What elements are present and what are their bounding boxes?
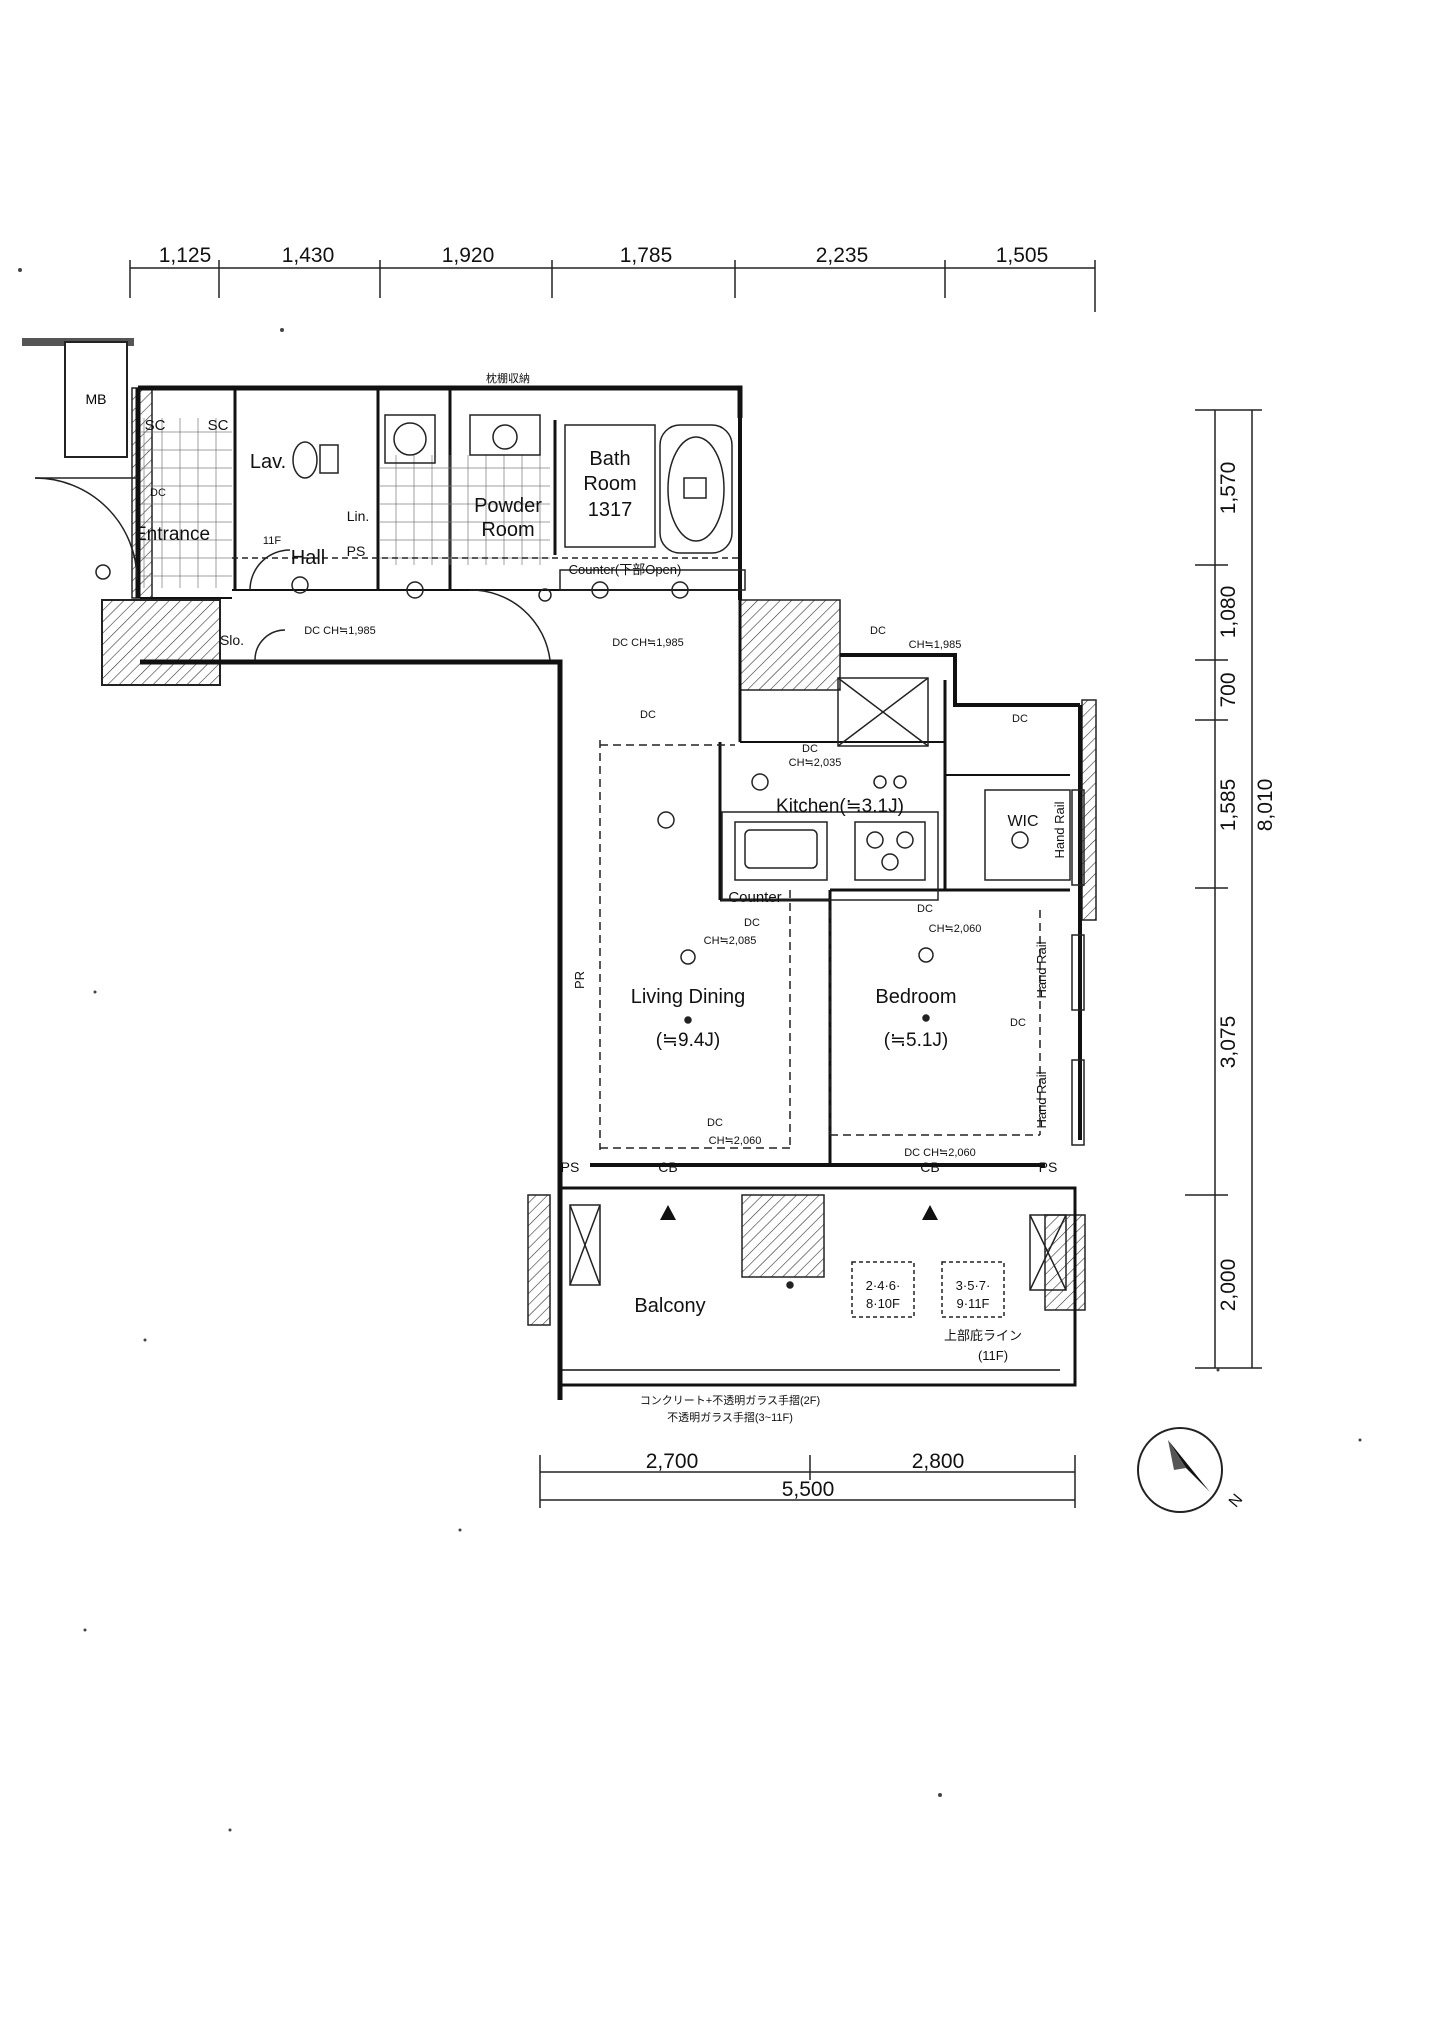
label-hand-rail-1: Hand Rail [1052, 801, 1067, 858]
compass-icon: N [1137, 1427, 1246, 1513]
ceiling-corridor-dc: DC [640, 709, 656, 721]
top-dim-3: 1,920 [442, 244, 495, 267]
right-dim-2: 1,080 [1217, 586, 1240, 639]
label-kitchen: Kitchen(≒3.1J) [776, 796, 904, 817]
compass-label: N [1226, 1491, 1246, 1511]
bottom-dim-total: 5,500 [782, 1478, 835, 1501]
right-dim-1: 1,570 [1217, 462, 1240, 515]
powder-floor [380, 455, 550, 565]
ceiling-living-dc: DC [744, 917, 760, 929]
note-balcony-b-1: 3·5·7· [956, 1278, 991, 1293]
note-balcony-a-2: 8·10F [866, 1296, 900, 1311]
ceiling-wic-dc: DC [1012, 713, 1028, 725]
label-sc-right: SC [208, 417, 229, 434]
label-counter-top: Counter(下部Open) [569, 562, 682, 577]
label-ps-left: PS [561, 1159, 580, 1175]
ceiling-kitchen-top-dc: DC [870, 625, 886, 637]
label-slo: Slo. [220, 632, 244, 648]
label-bath-1: Bath [589, 448, 630, 470]
label-living-dining: Living Dining [631, 986, 746, 1008]
scan-artifacts [18, 268, 1362, 1832]
label-bath-size: 1317 [588, 499, 633, 521]
label-wic: WIC [1007, 813, 1038, 830]
ceiling-hall: DC CH≒1,985 [304, 625, 376, 637]
label-cb-left: CB [658, 1159, 677, 1175]
note-balcony-a-1: 2·4·6· [866, 1278, 901, 1293]
top-dim-2: 1,430 [282, 244, 335, 267]
bottom-dim-2: 2,800 [912, 1450, 965, 1473]
ceiling-kitchen-ch: CH≒2,035 [789, 757, 842, 769]
right-dim-4: 1,585 [1217, 779, 1240, 832]
entrance-door [34, 477, 551, 661]
note-11f: 11F [263, 535, 281, 547]
label-bedroom: Bedroom [875, 986, 956, 1008]
right-dim-6: 2,000 [1217, 1259, 1240, 1312]
label-hand-rail-2: Hand Rail [1034, 941, 1049, 998]
note-railing-1: コンクリート+不透明ガラス手摺(2F) [640, 1393, 820, 1407]
ceiling-living-ch: CH≒2,085 [704, 935, 757, 947]
fixtures [232, 414, 1085, 1318]
top-dim-5: 2,235 [816, 244, 869, 267]
right-dim-total: 8,010 [1254, 779, 1277, 832]
bottom-dimension-line [539, 1455, 1076, 1508]
ceiling-bedroom-bottom: DC CH≒2,060 [904, 1147, 976, 1159]
top-dim-6: 1,505 [996, 244, 1049, 267]
ceiling-entrance-dc: DC [150, 487, 166, 499]
ceiling-bedroom-dc: DC [917, 903, 933, 915]
entrance-floor [140, 418, 232, 588]
bottom-dim-1: 2,700 [646, 1450, 699, 1473]
arrow-ld-icon [660, 1205, 676, 1220]
top-dim-4: 1,785 [620, 244, 673, 267]
label-ps-hall: PS [347, 543, 366, 559]
label-balcony: Balcony [634, 1295, 705, 1317]
right-dimension-line [1185, 409, 1262, 1369]
entrance-light-icon [95, 564, 111, 580]
label-mb: MB [86, 391, 107, 407]
ceiling-living-bottom-dc: DC [707, 1117, 723, 1129]
label-hall: Hall [291, 547, 325, 569]
ceiling-corridor: DC CH≒1,985 [612, 637, 684, 649]
label-lin: Lin. [347, 508, 370, 524]
label-bedroom-size: (≒5.1J) [884, 1030, 949, 1051]
label-living-size: (≒9.4J) [656, 1030, 721, 1051]
label-powder-2: Room [481, 519, 534, 541]
note-upper-line-1: 上部庇ライン [944, 1328, 1022, 1343]
top-dim-1: 1,125 [159, 244, 212, 267]
label-hand-rail-3: Hand Rail [1034, 1071, 1049, 1128]
label-sc-left: SC [145, 417, 166, 434]
top-dimension-line [129, 260, 1096, 312]
note-railing-2: 不透明ガラス手摺(3~11F) [667, 1410, 793, 1424]
note-upper-line-2: (11F) [978, 1348, 1008, 1363]
label-lav: Lav. [250, 451, 286, 473]
label-bath-2: Room [583, 473, 636, 495]
ceiling-kitchen-dc: DC [802, 743, 818, 755]
right-dim-3: 700 [1217, 672, 1240, 707]
exterior-structure [22, 338, 1097, 1326]
label-powder-1: Powder [474, 495, 542, 517]
ceiling-bedroom-ch: CH≒2,060 [929, 923, 982, 935]
ceiling-living-bottom-ch: CH≒2,060 [709, 1135, 762, 1147]
note-balcony-b-2: 9·11F [957, 1296, 990, 1311]
note-storage-top: 枕棚収納 [486, 371, 530, 385]
ceiling-kitchen-top-ch: CH≒1,985 [909, 639, 962, 651]
label-pr: PR [572, 971, 587, 989]
label-entrance: Entrance [134, 524, 210, 545]
label-cb-right: CB [920, 1159, 939, 1175]
label-counter-mid: Counter [728, 889, 781, 906]
ceiling-lights [291, 576, 1029, 1289]
label-ps-right: PS [1039, 1159, 1058, 1175]
arrow-bed-icon [922, 1205, 938, 1220]
right-dim-5: 3,075 [1217, 1016, 1240, 1069]
ceiling-bed-side-dc: DC [1010, 1017, 1026, 1029]
